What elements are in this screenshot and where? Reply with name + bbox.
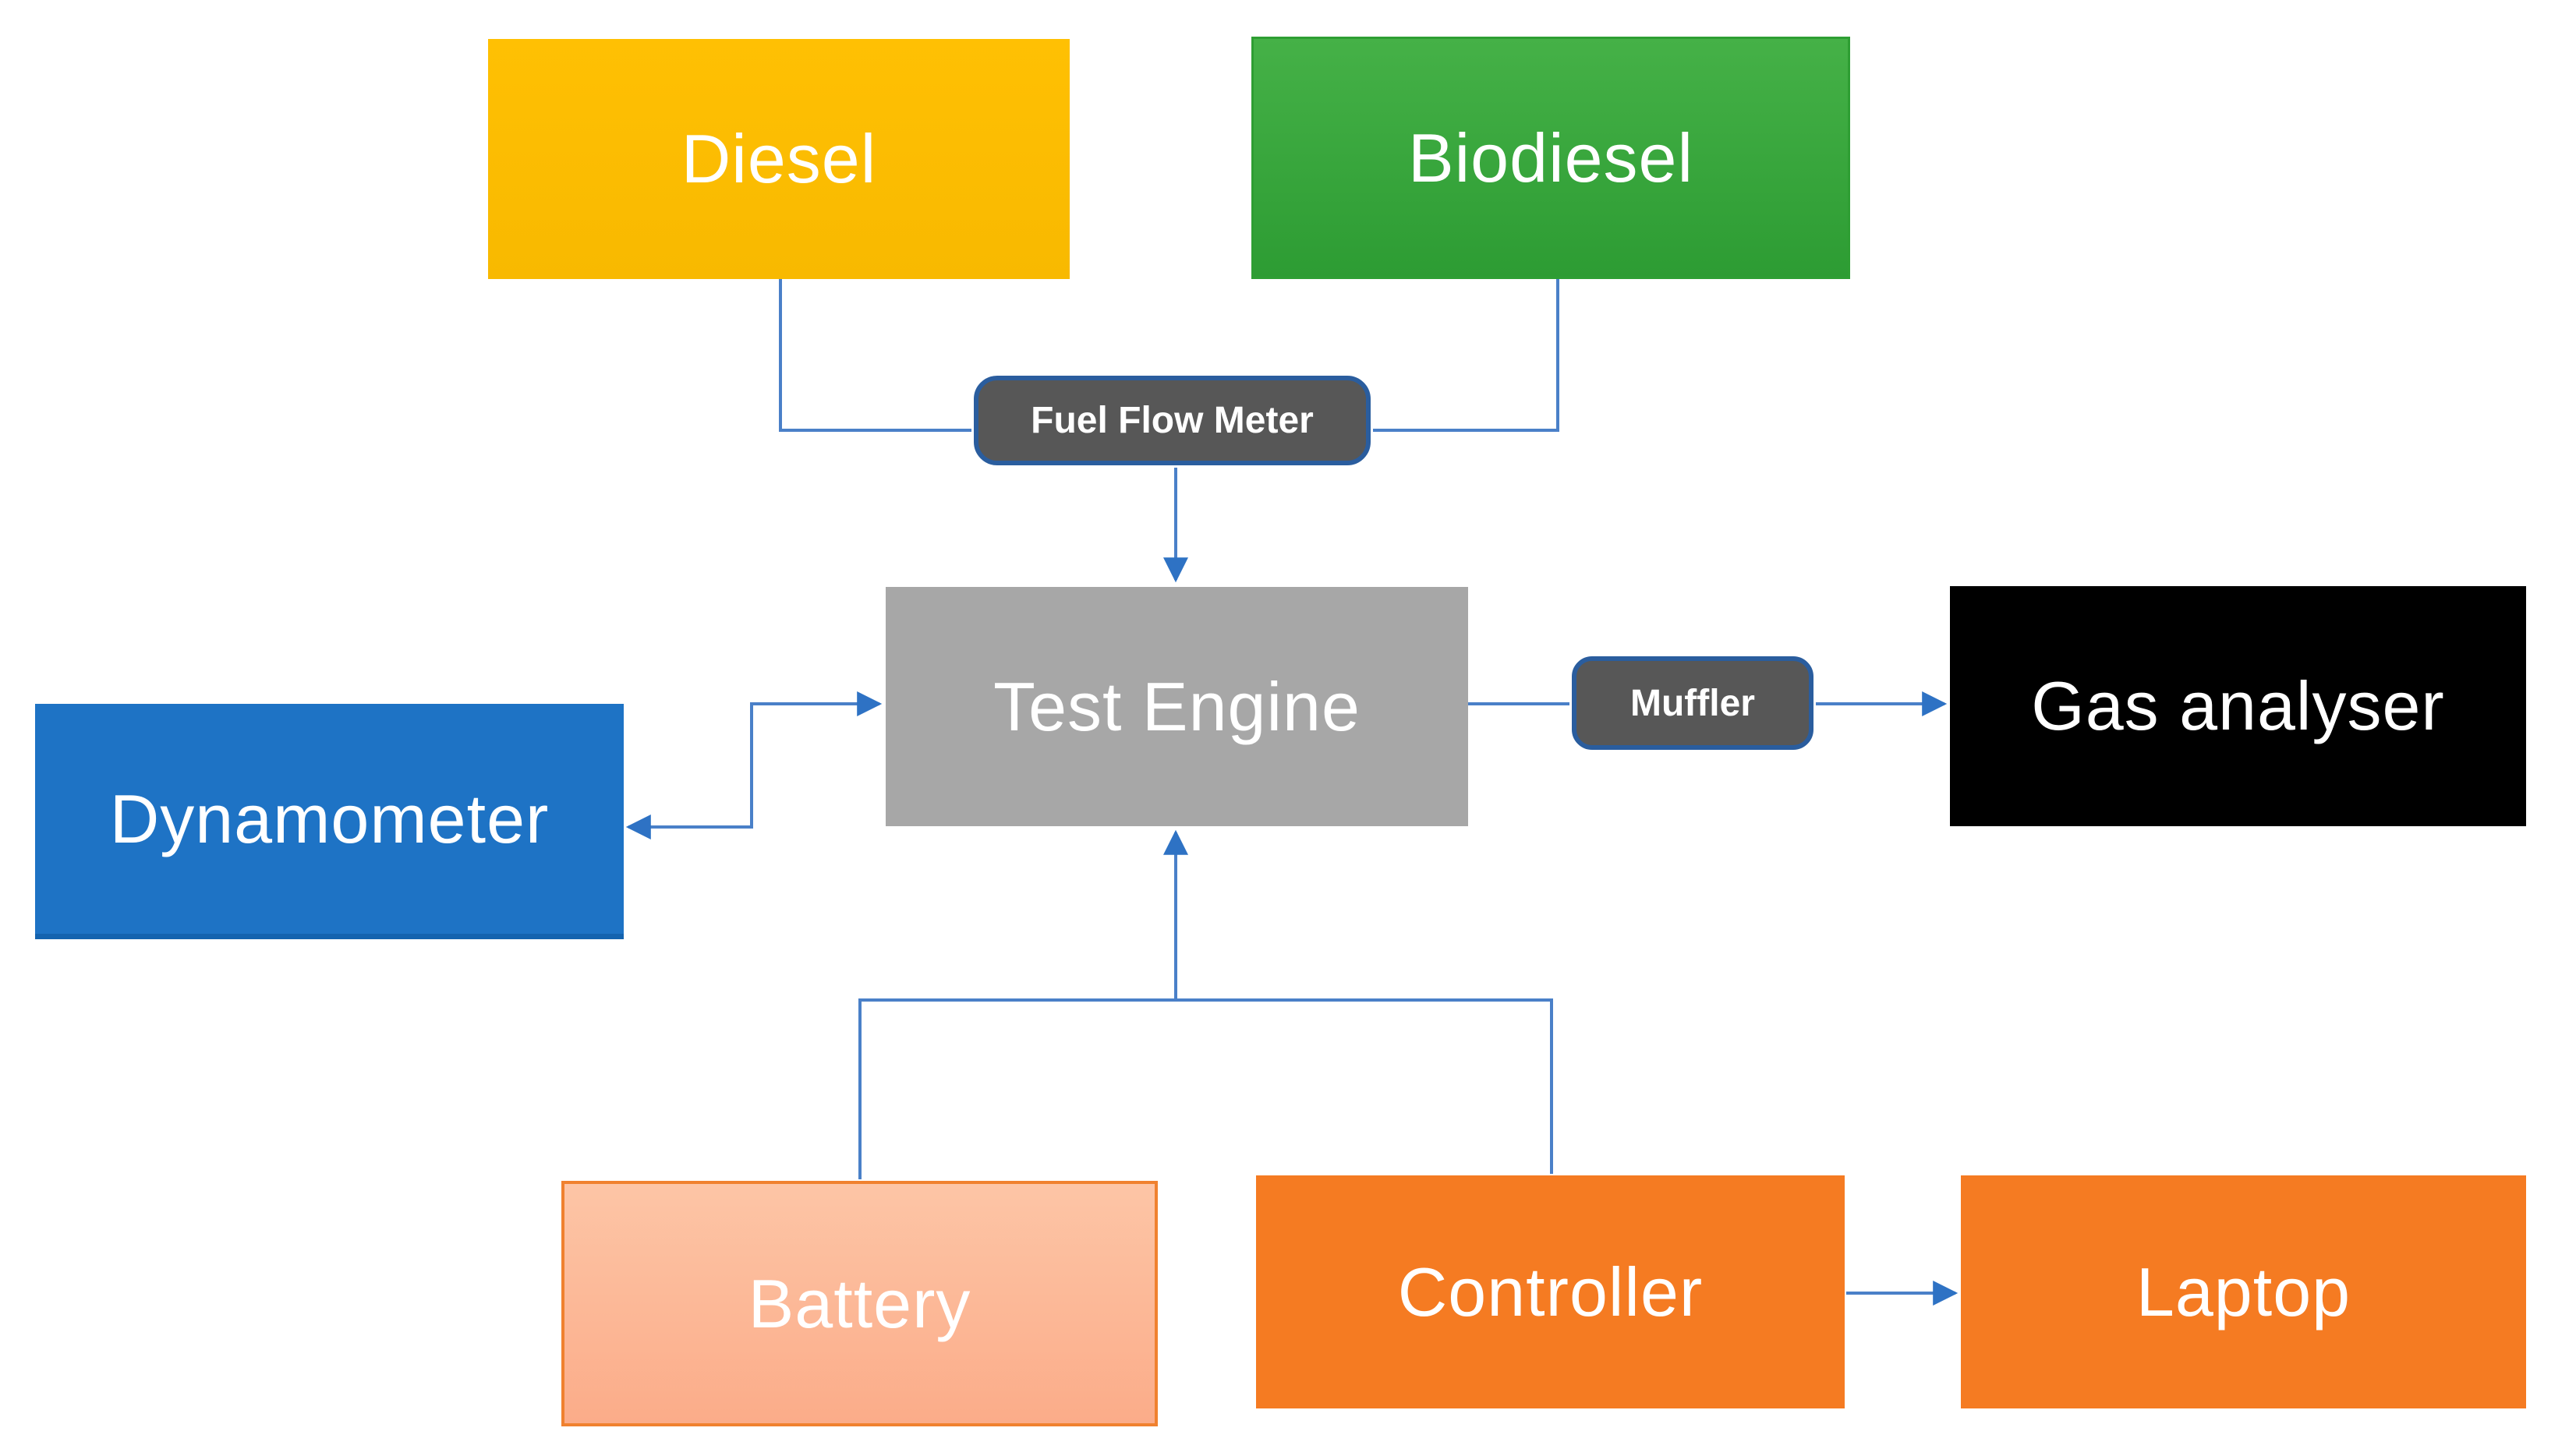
node-biodiesel: Biodiesel: [1251, 37, 1850, 279]
node-dynamometer: Dynamometer: [35, 704, 624, 939]
node-battery: Battery: [561, 1181, 1158, 1426]
node-laptop-label: Laptop: [2135, 1253, 2351, 1331]
node-dynamometer-label: Dynamometer: [109, 779, 550, 857]
edge-diesel-to-fuel-flow-meter: [779, 279, 971, 432]
edge-biodiesel-to-fuel-flow-meter: [1373, 279, 1559, 432]
node-gas-analyser-label: Gas analyser: [2031, 667, 2445, 744]
node-muffler: Muffler: [1572, 656, 1813, 750]
node-gas-analyser: Gas analyser: [1950, 586, 2526, 826]
node-muffler-label: Muffler: [1630, 682, 1755, 724]
node-controller-label: Controller: [1397, 1253, 1704, 1331]
edge-test-engine-dynamometer-bidirectional: [625, 691, 883, 839]
node-diesel: Diesel: [488, 39, 1070, 279]
node-test-engine: Test Engine: [886, 587, 1468, 826]
edge-battery-controller-bus: [858, 998, 1553, 1179]
node-test-engine-label: Test Engine: [993, 667, 1361, 745]
node-fuel-flow-meter-label: Fuel Flow Meter: [1031, 400, 1314, 441]
node-fuel-flow-meter: Fuel Flow Meter: [974, 376, 1371, 465]
node-battery-label: Battery: [748, 1264, 971, 1342]
node-laptop: Laptop: [1961, 1175, 2526, 1408]
node-diesel-label: Diesel: [681, 120, 877, 197]
node-biodiesel-label: Biodiesel: [1407, 118, 1694, 196]
node-controller: Controller: [1256, 1175, 1845, 1408]
